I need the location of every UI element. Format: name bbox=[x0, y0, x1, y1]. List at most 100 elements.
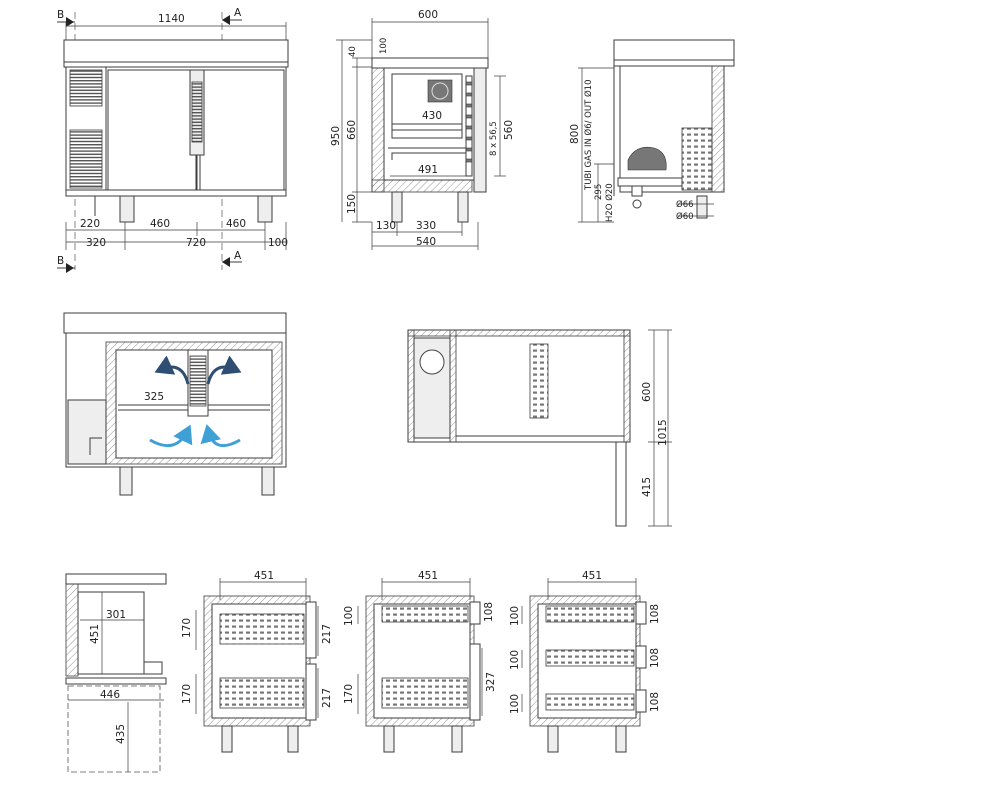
dim-100-c: 100 bbox=[509, 694, 521, 714]
leg bbox=[287, 725, 299, 753]
dim-100: 100 bbox=[343, 606, 355, 626]
leg bbox=[696, 195, 708, 219]
dim-451: 451 bbox=[418, 570, 438, 582]
drawer-open-outline bbox=[67, 685, 161, 773]
dim-330: 330 bbox=[416, 220, 436, 232]
dim-720: 720 bbox=[186, 237, 206, 249]
section-label-a: A bbox=[234, 7, 242, 19]
dim-950: 950 bbox=[330, 126, 342, 146]
front-view: B A B A 1140 bbox=[57, 7, 289, 273]
dim-327: 327 bbox=[485, 672, 497, 692]
vent-grille-top bbox=[69, 69, 103, 107]
side-section-view: 600 40 100 950 660 150 430 491 bbox=[330, 9, 515, 250]
dim-446: 446 bbox=[100, 689, 120, 701]
dim-430: 430 bbox=[422, 110, 442, 122]
cold-airflow-arrow-left bbox=[149, 424, 193, 448]
section-marker-b-bottom: B bbox=[57, 255, 75, 273]
dim-600-top: 600 bbox=[641, 382, 653, 402]
leg bbox=[547, 725, 559, 753]
door-profile bbox=[473, 67, 487, 193]
dim-217-top: 217 bbox=[321, 624, 333, 644]
dim-460-right: 460 bbox=[226, 218, 246, 230]
dim-460-left: 460 bbox=[150, 218, 170, 230]
dim-40: 40 bbox=[348, 46, 358, 57]
dim-220: 220 bbox=[80, 218, 100, 230]
dim-108-a: 108 bbox=[649, 604, 661, 624]
top-view: 600 1015 415 bbox=[407, 329, 672, 527]
dim-100-b: 100 bbox=[509, 650, 521, 670]
dim-width-1140: 1140 bbox=[158, 13, 185, 25]
dim-320: 320 bbox=[86, 237, 106, 249]
condenser-icon bbox=[681, 127, 713, 191]
insulated-wall-back bbox=[371, 67, 385, 193]
dim-depth-600: 600 bbox=[418, 9, 438, 21]
leg bbox=[257, 195, 273, 223]
dim-560: 560 bbox=[503, 120, 515, 140]
dim-130: 130 bbox=[376, 220, 396, 232]
leg bbox=[119, 195, 135, 223]
guide-rails bbox=[465, 75, 473, 177]
dim-491: 491 bbox=[418, 164, 438, 176]
dim-108: 108 bbox=[483, 602, 495, 622]
cold-airflow-arrow-right bbox=[200, 424, 241, 448]
dim-451-vert: 451 bbox=[89, 624, 101, 644]
dim-451: 451 bbox=[254, 570, 274, 582]
dim-325: 325 bbox=[144, 391, 164, 403]
drawer-config-3: 451 100 100 100 108 108 108 bbox=[509, 570, 661, 753]
drawer-config-2: 451 100 170 108 327 bbox=[343, 570, 497, 753]
dim-800: 800 bbox=[569, 124, 581, 144]
dim-540: 540 bbox=[416, 236, 436, 248]
evaporator-top bbox=[529, 343, 549, 419]
section-label-a-bottom: A bbox=[234, 250, 242, 262]
section-marker-a-bottom: A bbox=[222, 250, 242, 267]
leg bbox=[119, 466, 133, 496]
warm-airflow-arrow-left bbox=[154, 355, 190, 385]
section-label-b-bottom: B bbox=[57, 255, 64, 267]
drawer-front bbox=[219, 613, 305, 645]
dim-295: 295 bbox=[594, 184, 604, 200]
drawer-section: 301 451 446 435 bbox=[65, 573, 167, 773]
dim-170: 170 bbox=[343, 684, 355, 704]
dim-415: 415 bbox=[641, 477, 653, 497]
dim-66: Ø66 bbox=[676, 199, 694, 210]
door-open bbox=[615, 441, 627, 527]
leg bbox=[261, 466, 275, 496]
dim-170-bottom: 170 bbox=[181, 684, 193, 704]
dim-guides: 8 x 56,5 bbox=[489, 121, 499, 156]
drawer-front bbox=[381, 605, 469, 623]
compressor-box bbox=[67, 399, 107, 465]
leg bbox=[221, 725, 233, 753]
dim-60: Ø60 bbox=[676, 211, 694, 222]
worktop bbox=[63, 39, 289, 68]
drawer-front bbox=[219, 677, 305, 709]
section-b-view: 800 TUBI GAS IN Ø6/ OUT Ø10 295 H2O Ø20 … bbox=[569, 39, 735, 223]
dim-451: 451 bbox=[582, 570, 602, 582]
vent-grille-bottom bbox=[69, 129, 103, 189]
leg bbox=[451, 725, 463, 753]
airflow-view: 325 bbox=[63, 312, 287, 496]
section-marker-a-top: A bbox=[221, 7, 242, 270]
drawer-front bbox=[381, 677, 469, 709]
drawer-config-1: 451 170 170 217 217 bbox=[181, 570, 333, 753]
dim-100-top: 100 bbox=[379, 38, 389, 54]
insulated-floor bbox=[371, 179, 473, 193]
leg bbox=[615, 725, 627, 753]
dim-108-c: 108 bbox=[649, 692, 661, 712]
section-label-b: B bbox=[57, 9, 64, 21]
warm-airflow-arrow-right bbox=[206, 355, 242, 385]
drawer-front bbox=[545, 693, 635, 711]
compressor-icon bbox=[627, 146, 667, 171]
dim-108-b: 108 bbox=[649, 648, 661, 668]
dim-301: 301 bbox=[106, 609, 126, 621]
dim-435: 435 bbox=[115, 724, 127, 744]
leg bbox=[391, 191, 403, 223]
dim-170-top: 170 bbox=[181, 618, 193, 638]
dim-100-a: 100 bbox=[509, 606, 521, 626]
leg bbox=[383, 725, 395, 753]
h2o-label: H2O Ø20 bbox=[604, 183, 615, 222]
dim-150: 150 bbox=[346, 194, 358, 214]
dim-217-bottom: 217 bbox=[321, 688, 333, 708]
dim-660: 660 bbox=[346, 120, 358, 140]
drawer-front bbox=[545, 605, 635, 623]
